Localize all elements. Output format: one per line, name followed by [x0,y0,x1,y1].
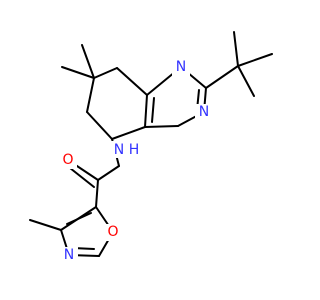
bond [237,65,255,97]
bond [111,126,146,140]
bond [233,31,239,67]
bond [86,77,95,113]
pyrimidine-nitrogen-3: N [199,104,209,120]
chemical-structure: N N N H O O N [29,31,273,264]
bond [116,67,148,96]
tert-butyl-group [205,31,273,97]
bond [69,167,95,188]
oxazole-oxygen: O [107,224,118,240]
oxazole-nitrogen: N [64,247,74,263]
bond [95,179,99,208]
atom-labels: N N N H O O N [59,59,213,264]
amide-hydrogen: H [129,142,140,158]
cyclohexene-ring [86,67,148,140]
bond [144,94,148,128]
oxazole-methyl-group [29,219,62,231]
bond [237,53,273,67]
bond [81,44,95,79]
bond [86,111,113,140]
bond [93,67,118,79]
bond [151,97,155,123]
bond [97,165,120,181]
amide-nitrogen: N [114,142,124,158]
bond [144,125,179,128]
bond [29,219,62,231]
bond [61,66,95,79]
pyrimidine-nitrogen-1: N [176,59,186,75]
bond [205,65,239,89]
carbonyl-oxygen: O [62,152,73,168]
bond [66,212,92,225]
gem-dimethyl-group [61,44,95,79]
